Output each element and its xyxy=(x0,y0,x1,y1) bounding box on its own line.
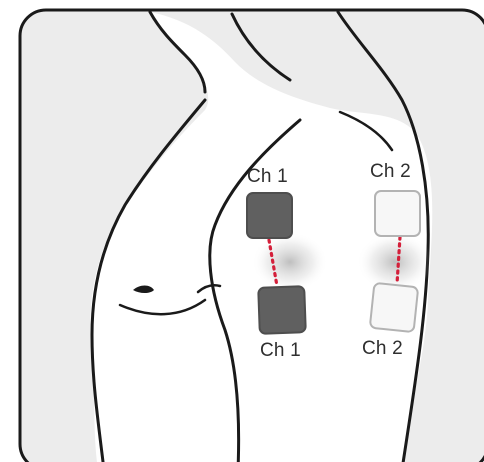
electrode-pad-ch2-top xyxy=(374,190,421,237)
stimulation-glow-ch1 xyxy=(252,232,328,292)
electrode-pad-ch1-top xyxy=(246,192,293,239)
electrode-pad-ch2-bottom xyxy=(369,282,420,334)
electrode-pad-ch1-bottom xyxy=(257,285,307,335)
label-ch1-top: Ch 1 xyxy=(247,167,288,186)
label-ch1-bottom: Ch 1 xyxy=(260,341,301,360)
label-ch2-top: Ch 2 xyxy=(370,162,411,181)
label-ch2-bottom: Ch 2 xyxy=(362,339,403,358)
